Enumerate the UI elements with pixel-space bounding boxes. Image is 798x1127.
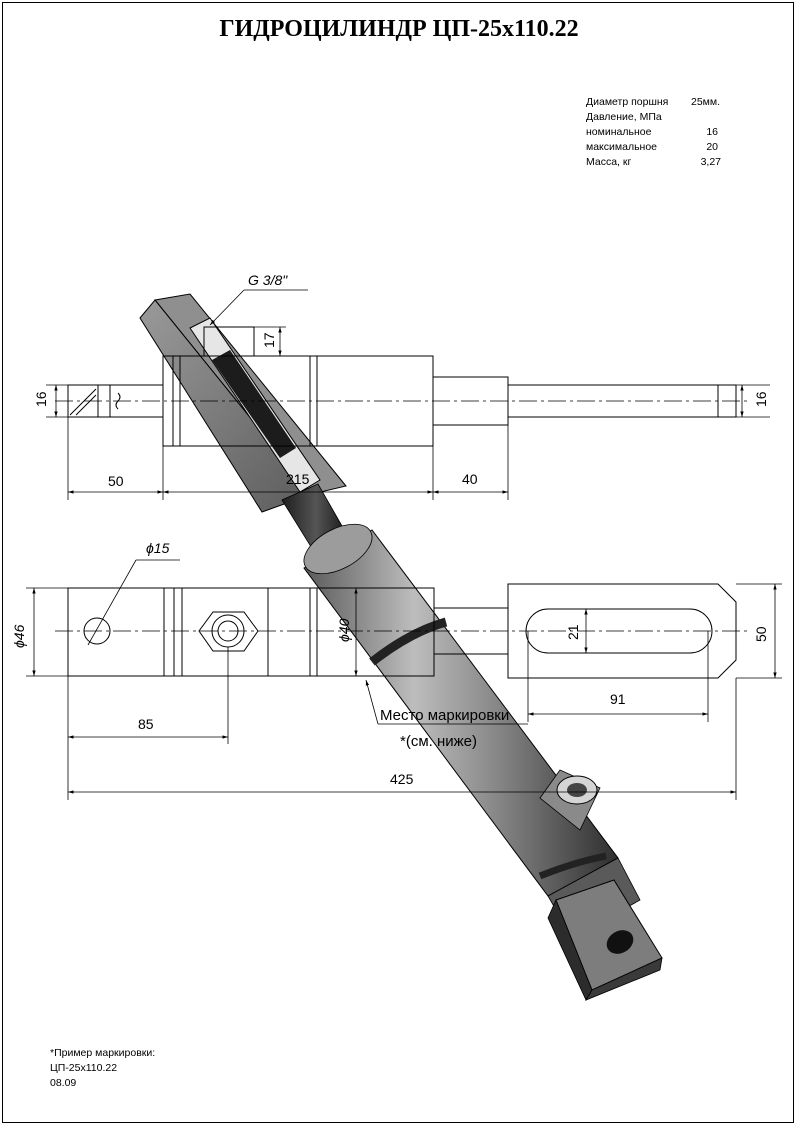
- spec-row-nominal: номинальное 16: [586, 125, 746, 140]
- dim-425: 425: [390, 771, 414, 787]
- spec-row-piston: Диаметр поршня 25мм.: [586, 95, 746, 110]
- dim-17: 17: [261, 332, 277, 348]
- dim-215: 215: [286, 471, 310, 487]
- dim-85: 85: [138, 716, 154, 732]
- marking-example-title: *Пример маркировки:: [50, 1047, 156, 1059]
- dim-16-right: 16: [753, 391, 769, 407]
- dim-phi15: ϕ15: [146, 540, 170, 556]
- marking-example-code: ЦП-25х110.22: [50, 1062, 118, 1074]
- spec-row-pressure: Давление, МПа: [586, 110, 746, 125]
- isometric-view: [139, 293, 663, 1001]
- spec-row-mass: Масса, кг 3,27: [586, 155, 746, 170]
- drawing-title: ГИДРОЦИЛИНДР ЦП-25х110.22: [219, 16, 579, 42]
- spec-label: Диаметр поршня: [586, 96, 669, 108]
- dim-50-right: 50: [753, 626, 769, 642]
- lower-eye: [547, 879, 663, 1001]
- dim-50-left: 50: [108, 473, 124, 489]
- spec-label: Давление, МПа: [586, 111, 662, 123]
- dim-40: 40: [462, 471, 478, 487]
- dim-phi40: ϕ40: [336, 618, 352, 642]
- spec-value: 25мм.: [691, 96, 721, 108]
- dimension-lines: [26, 289, 782, 800]
- thread-label: G 3/8": [248, 272, 288, 288]
- marking-example-date: 08.09: [50, 1077, 77, 1089]
- spec-label: Масса, кг: [586, 156, 632, 168]
- dim-phi46: ϕ46: [11, 624, 27, 648]
- dim-91: 91: [610, 691, 626, 707]
- spec-label: номинальное: [586, 126, 652, 138]
- upper-clevis: [139, 293, 347, 513]
- dim-16-left: 16: [33, 391, 49, 407]
- cylinder-body: [303, 523, 641, 939]
- spec-value: 20: [706, 141, 718, 153]
- marking-place-label: Место маркировки: [380, 707, 509, 724]
- spec-value: 16: [706, 126, 718, 138]
- spec-label: максимальное: [586, 141, 658, 153]
- spec-row-max: максимальное 20: [586, 140, 746, 155]
- marking-see-below: *(см. ниже): [400, 733, 477, 750]
- spec-table: Диаметр поршня 25мм. Давление, МПа номин…: [586, 95, 746, 170]
- bottom-view: [55, 583, 750, 679]
- spec-value: 3,27: [700, 156, 721, 168]
- marking-example: *Пример маркировки: ЦП-25х110.22 08.09: [50, 1046, 155, 1091]
- dim-21: 21: [565, 624, 581, 640]
- top-view: [55, 326, 750, 447]
- dimension-labels: G 3/8" 16 16 17 50 215 40 ϕ15 ϕ46 ϕ40 21…: [11, 272, 769, 787]
